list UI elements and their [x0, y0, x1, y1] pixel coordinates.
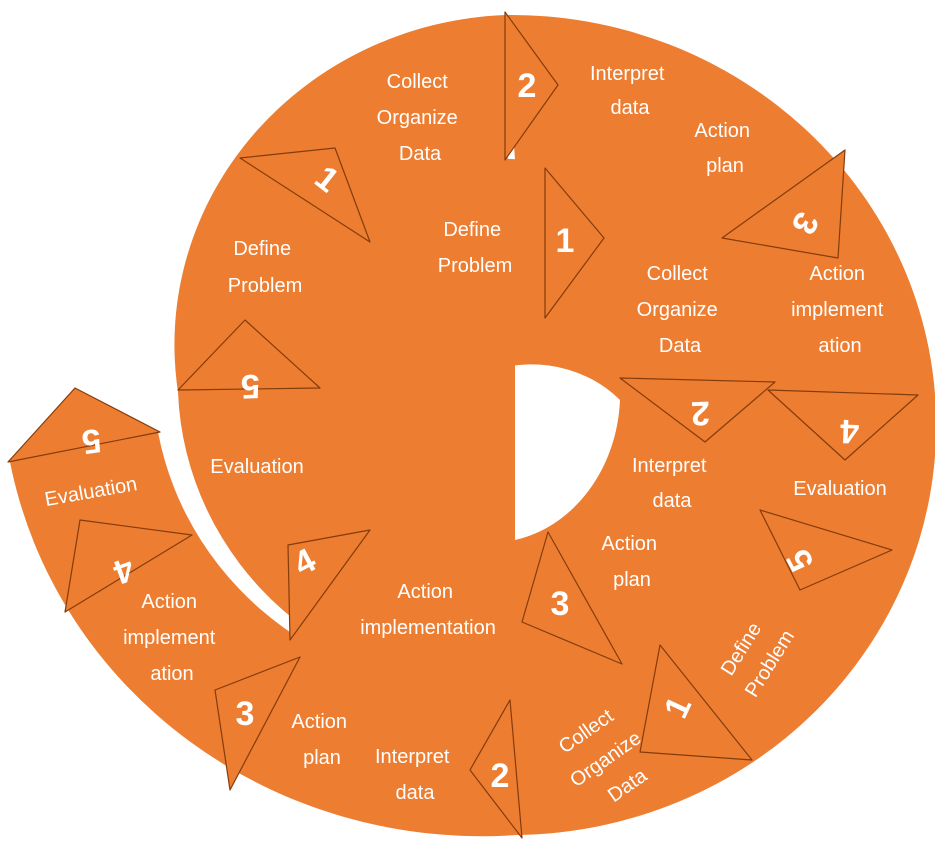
inner-spiral-band [290, 158, 761, 701]
label-define-left: Define Problem [228, 238, 302, 297]
step-number: 1 [556, 222, 575, 260]
label-evaluation-inner: Evaluation [210, 456, 303, 478]
outer-step-3b-arrow [214, 656, 301, 791]
inner-step-3-arrow [521, 531, 623, 665]
step-number: 3 [551, 585, 570, 623]
label-implementation-outer: Action implement ation [123, 591, 221, 685]
outer-step-2-arrow [504, 11, 559, 161]
step-number: 2 [491, 757, 510, 795]
step-number: 2 [690, 394, 710, 433]
outer-step-2b-arrow [469, 699, 523, 839]
middle-step-5-arrow [177, 319, 321, 391]
label-evaluation-right: Evaluation [793, 478, 886, 500]
label-implementation-right: Action implement ation [791, 263, 889, 357]
inner-step-4-arrow [287, 529, 371, 641]
label-plan-outer: Action plan [291, 711, 352, 769]
step-number: 3 [236, 695, 255, 733]
label-plan-inner: Action plan [601, 533, 662, 591]
outer-step-5b-arrow [7, 387, 161, 463]
label-collect-inner: Collect Organize Data [637, 263, 724, 357]
label-define-inner: Define Problem [438, 219, 512, 277]
inner-step-2-arrow [619, 377, 776, 443]
outer-step-5-arrow [759, 509, 893, 591]
outer-step-3-arrow [721, 149, 846, 259]
inner-step-1-arrow [544, 167, 605, 319]
outer-step-1-arrow [639, 644, 753, 761]
label-interpret-inner: Interpret data [632, 455, 712, 512]
outer-step-4-arrow [767, 389, 919, 461]
middle-step-1-arrow [239, 147, 371, 243]
outer-spiral-band [10, 14, 935, 837]
outer-step-4b-arrow [64, 519, 193, 613]
label-interpret-outer: Interpret data [375, 746, 455, 804]
label-plan-top: Action plan [694, 120, 755, 177]
label-interpret-top: Interpret data [590, 63, 670, 119]
label-implementation-inner: Action implementation [360, 581, 496, 639]
step-number: 5 [240, 367, 260, 406]
step-number: 2 [518, 67, 537, 105]
step-number: 4 [839, 412, 859, 451]
label-collect-top: Collect Organize Data [377, 71, 464, 165]
